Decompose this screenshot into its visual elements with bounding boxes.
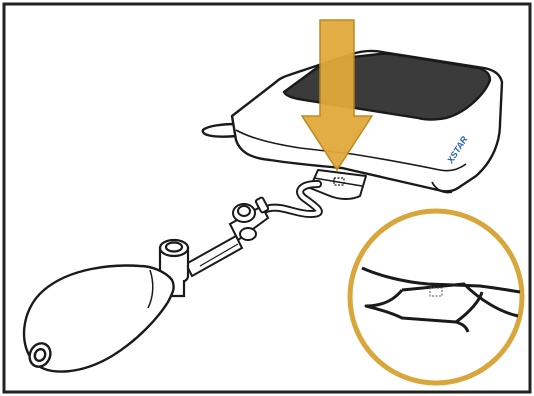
connector-pipe [184, 234, 244, 278]
release-valve [228, 196, 270, 242]
valve-sleeve [309, 169, 367, 200]
cushion-side-tab [201, 122, 239, 138]
inflation-bulb [22, 264, 175, 373]
press-down-arrow [300, 19, 374, 172]
detail-callout [347, 208, 525, 386]
